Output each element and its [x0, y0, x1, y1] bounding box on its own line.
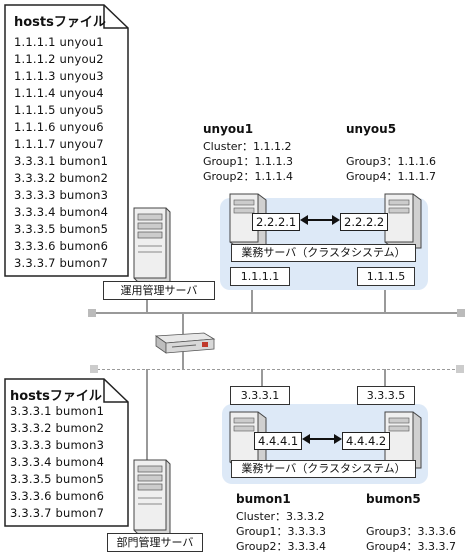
heartbeat-bottom-left: 4.4.4.1 [254, 432, 303, 450]
server-bumon5-name: bumon5 [366, 492, 421, 506]
hosts-line: 3.3.3.6 bumon6 [14, 239, 109, 253]
hosts-file-bottom-shape [4, 378, 129, 527]
hosts-file-top: hostsファイル 1.1.1.1 unyou1 1.1.1.2 unyou2 … [4, 4, 130, 278]
server-unyou5-group4: Group4：1.1.1.7 [346, 170, 436, 183]
ip-bottom-right-link [384, 369, 386, 386]
server-unyou5-name: unyou5 [346, 122, 397, 136]
hosts-line: 1.1.1.5 unyou5 [14, 103, 104, 117]
server-unyou5-group3: Group3：1.1.1.6 [346, 155, 436, 168]
hosts-line: 3.3.3.2 bumon2 [10, 421, 105, 435]
ip-top-right-link [384, 285, 386, 312]
server-bumon1-cluster: Cluster：3.3.3.2 [236, 510, 325, 523]
mgmt-bottom-link [146, 369, 148, 461]
hosts-line: 1.1.1.3 unyou3 [14, 69, 104, 83]
hosts-file-bottom: hostsファイル 3.3.3.1 bumon1 3.3.3.2 bumon2 … [4, 378, 130, 528]
mgmt-top-link [146, 290, 148, 312]
server-unyou1-cluster: Cluster：1.1.1.2 [203, 140, 292, 153]
hosts-line: 1.1.1.6 unyou6 [14, 120, 104, 134]
server-bumon5-icon [384, 411, 422, 469]
hosts-line: 3.3.3.6 bumon6 [10, 489, 105, 503]
network-node-right-2 [456, 365, 464, 373]
heartbeat-bottom-arrow-icon [302, 434, 342, 444]
router-icon [154, 332, 216, 354]
hosts-line: 1.1.1.7 unyou7 [14, 137, 104, 151]
heartbeat-top-left: 2.2.2.1 [252, 213, 301, 231]
ip-bottom-left-link [261, 369, 263, 386]
hosts-line: 3.3.3.7 bumon7 [14, 256, 109, 270]
ip-unyou1: 1.1.1.1 [230, 267, 290, 286]
ip-unyou5: 1.1.1.5 [357, 267, 415, 286]
ip-bumon5: 3.3.3.5 [357, 386, 415, 405]
hosts-line: 3.3.3.3 bumon3 [14, 188, 109, 202]
mgmt-server-top-label: 運用管理サーバ [103, 281, 215, 300]
server-bumon1-name: bumon1 [236, 492, 291, 506]
mgmt-server-top-icon [133, 207, 171, 283]
hosts-line: 3.3.3.2 bumon2 [14, 171, 109, 185]
network-line-top [90, 312, 462, 314]
server-unyou1-group1: Group1：1.1.1.3 [203, 155, 293, 168]
server-unyou5-icon [384, 193, 422, 249]
network-node-left [88, 309, 96, 317]
heartbeat-bottom-right: 4.4.4.2 [342, 432, 391, 450]
hosts-file-top-title: hostsファイル [14, 15, 106, 30]
server-bumon5-group3: Group3：3.3.3.6 [366, 525, 456, 538]
hosts-line: 1.1.1.4 unyou4 [14, 86, 104, 100]
server-unyou1-name: unyou1 [203, 122, 254, 136]
hosts-line: 3.3.3.3 bumon3 [10, 438, 105, 452]
hosts-line: 3.3.3.1 bumon1 [14, 154, 109, 168]
hosts-line: 3.3.3.4 bumon4 [14, 205, 109, 219]
server-bumon1-group1: Group1：3.3.3.3 [236, 525, 326, 538]
hosts-line: 3.3.3.4 bumon4 [10, 455, 105, 469]
server-bumon5-group4: Group4：3.3.3.7 [366, 540, 456, 553]
mgmt-server-bottom-label: 部門管理サーバ [107, 533, 203, 552]
hosts-line: 3.3.3.5 bumon5 [14, 222, 109, 236]
cluster-top-label: 業務サーバ（クラスタシステム） [231, 244, 416, 262]
heartbeat-top-right: 2.2.2.2 [340, 213, 389, 231]
network-node-right [457, 309, 465, 317]
cluster-bottom-label: 業務サーバ（クラスタシステム） [231, 460, 416, 478]
hosts-line: 3.3.3.1 bumon1 [10, 404, 105, 418]
network-node-left-2 [90, 365, 98, 373]
mgmt-server-bottom-icon [133, 459, 171, 535]
ip-top-left-link [251, 285, 253, 312]
network-line-bottom [92, 369, 460, 370]
server-bumon1-icon [229, 411, 267, 469]
hosts-line: 1.1.1.2 unyou2 [14, 52, 104, 66]
hosts-line: 3.3.3.5 bumon5 [10, 472, 105, 486]
ip-bumon1: 3.3.3.1 [230, 386, 290, 405]
server-bumon1-group2: Group2：3.3.3.4 [236, 540, 326, 553]
hosts-line: 3.3.3.7 bumon7 [10, 506, 105, 520]
heartbeat-top-arrow-icon [300, 215, 340, 225]
hosts-line: 1.1.1.1 unyou1 [14, 35, 104, 49]
server-unyou1-group2: Group2：1.1.1.4 [203, 170, 293, 183]
hosts-file-bottom-title: hostsファイル [10, 389, 102, 404]
hosts-file-top-shape [4, 4, 129, 277]
